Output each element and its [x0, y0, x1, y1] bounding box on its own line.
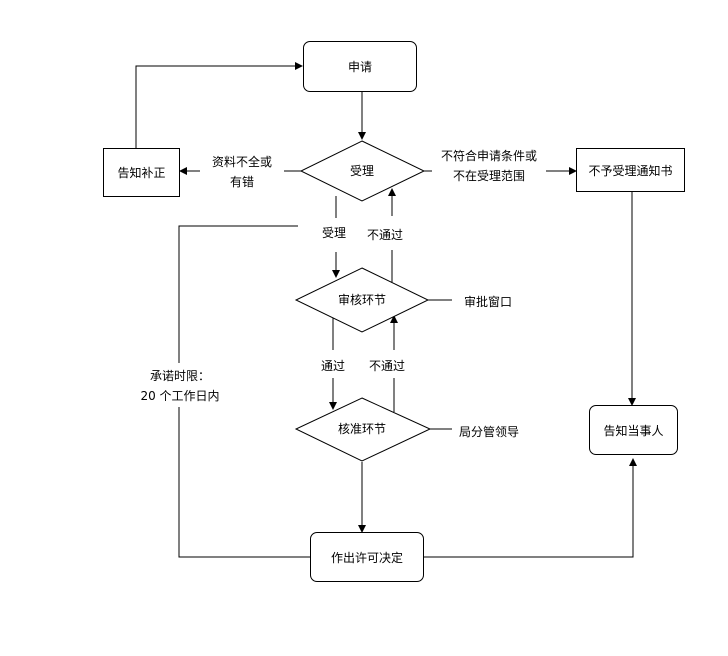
accept-label: 受理	[350, 164, 374, 178]
fail-up-label-1: 不通过	[367, 228, 404, 242]
apply-label: 申请	[347, 60, 372, 74]
decision-box: 作出许可决定	[310, 532, 424, 582]
approve-diamond: 核准环节	[294, 397, 432, 462]
reject-notice-box: 不予受理通知书	[576, 148, 685, 192]
deadline-bracket-bottom	[178, 407, 310, 558]
review-label: 审核环节	[338, 292, 386, 307]
accept-down-label: 受理	[322, 226, 347, 240]
not-meet-label: 不符合申请条件或 不在受理范围	[440, 149, 537, 183]
deadline-label: 承诺时限： 20 个工作日内	[140, 369, 220, 403]
notify-correct-label: 告知补正	[117, 166, 166, 180]
accept-diamond: 受理	[299, 140, 426, 202]
approve-label: 核准环节	[338, 422, 386, 436]
notify-party-box: 告知当事人	[589, 405, 678, 455]
notify-party-label: 告知当事人	[603, 423, 664, 438]
incomplete-label: 资料不全或 有错	[211, 155, 272, 189]
decision-label: 作出许可决定	[330, 550, 403, 565]
arrow-decision-to-notify	[424, 458, 637, 558]
approve-side-label: 局分管领导	[459, 425, 520, 439]
reject-notice-label: 不予受理通知书	[588, 163, 673, 178]
review-side-label: 审批窗口	[464, 295, 513, 309]
review-diamond: 审核环节	[294, 267, 430, 333]
arrow-correct-to-apply	[135, 62, 303, 148]
deadline-bracket-top	[178, 225, 298, 363]
pass-down-label: 通过	[321, 359, 346, 373]
notify-correct-box: 告知补正	[103, 148, 180, 197]
apply-box: 申请	[303, 41, 417, 92]
fail-up-label-2: 不通过	[369, 359, 406, 373]
